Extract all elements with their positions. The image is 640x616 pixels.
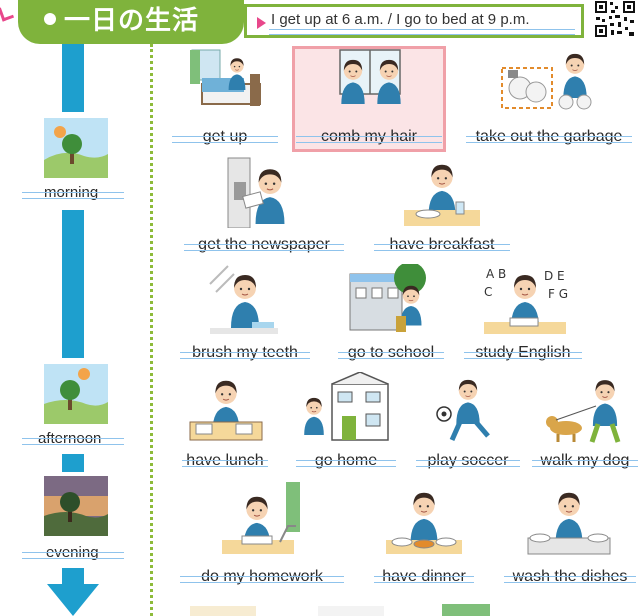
- activity-card-have-breakfast[interactable]: have breakfast: [374, 156, 510, 256]
- writing-lines: [374, 576, 474, 583]
- activity-card-go-to-school[interactable]: go to school: [338, 264, 444, 364]
- wash-dishes-icon: [527, 492, 611, 555]
- writing-lines: [180, 352, 310, 359]
- activity-card-play-soccer[interactable]: play soccer: [416, 372, 520, 472]
- brush-teeth-icon: [209, 265, 278, 334]
- timeline-writing-lines: [22, 552, 124, 559]
- subtitle-box: I get up at 6 a.m. / I go to bed at 9 p.…: [244, 4, 584, 38]
- newspaper-icon: [227, 157, 286, 228]
- next-row-illustration-partial: [442, 604, 490, 616]
- header-banner: 一日の生活: [18, 0, 244, 44]
- svg-text:A B: A B: [486, 267, 506, 281]
- dinner-icon: [386, 492, 462, 554]
- next-row-illustration-partial: [190, 606, 256, 616]
- writing-lines: [182, 460, 268, 467]
- evening-landscape-icon: [44, 476, 108, 536]
- activity-card-study-english[interactable]: A B C D E F G study English: [464, 264, 582, 364]
- writing-lines: [184, 244, 344, 251]
- activity-card-wash-the-dishes[interactable]: wash the dishes: [504, 482, 636, 585]
- activity-card-brush-my-teeth[interactable]: brush my teeth: [180, 264, 310, 364]
- study-english-icon: A B C D E F G: [484, 267, 568, 334]
- afternoon-landscape-icon: [44, 364, 108, 424]
- activity-card-comb-my-hair[interactable]: comb my hair: [296, 48, 442, 148]
- subtitle-text: I get up at 6 a.m. / I go to bed at 9 p.…: [271, 11, 530, 28]
- lunch-icon: [189, 380, 263, 441]
- writing-lines: [466, 136, 632, 143]
- timeline-bar: [62, 454, 84, 472]
- next-row-illustration-partial: [318, 606, 384, 616]
- soccer-icon: [436, 379, 490, 442]
- pink-check-mark: [0, 4, 15, 22]
- subtitle-writing-line: [269, 34, 575, 35]
- activity-card-walk-my-dog[interactable]: walk my dog: [532, 372, 638, 472]
- activity-card-get-up[interactable]: get up: [172, 48, 278, 148]
- walk-dog-icon: [546, 379, 621, 443]
- activity-card-have-dinner[interactable]: have dinner: [374, 482, 474, 585]
- timeline-bar: [62, 568, 84, 588]
- breakfast-icon: [404, 164, 480, 226]
- timeline-bar: [62, 44, 84, 112]
- activity-card-get-the-newspaper[interactable]: get the newspaper: [184, 156, 344, 256]
- subtitle-marker: [257, 17, 266, 29]
- dotted-divider: [150, 44, 153, 616]
- activity-card-do-my-homework[interactable]: do my homework: [180, 482, 344, 585]
- homework-icon: [222, 482, 300, 554]
- comb-hair-icon: [339, 49, 402, 104]
- writing-lines: [180, 576, 344, 583]
- subtitle-writing-line: [269, 29, 575, 30]
- writing-lines: [338, 352, 444, 359]
- writing-lines: [172, 136, 278, 143]
- qr-code-icon[interactable]: [594, 0, 636, 38]
- timeline-writing-lines: [22, 192, 124, 199]
- writing-lines: [296, 136, 442, 143]
- morning-landscape-icon: [44, 118, 108, 178]
- activity-card-take-out-the-garbage[interactable]: take out the garbage: [466, 48, 632, 148]
- svg-text:C: C: [484, 285, 492, 299]
- header-bullet: [44, 13, 56, 25]
- writing-lines: [464, 352, 582, 359]
- svg-text:F G: F G: [548, 287, 568, 301]
- svg-text:D E: D E: [544, 269, 565, 283]
- writing-lines: [296, 460, 396, 467]
- timeline-writing-lines: [22, 438, 124, 445]
- writing-lines: [374, 244, 510, 251]
- activity-card-have-lunch[interactable]: have lunch: [182, 372, 268, 472]
- garbage-icon: [501, 53, 592, 110]
- timeline-arrow-icon: [47, 584, 99, 616]
- school-icon: [349, 264, 426, 332]
- writing-lines: [532, 460, 638, 467]
- go-home-icon: [303, 372, 389, 441]
- timeline-bar: [62, 210, 84, 358]
- writing-lines: [504, 576, 636, 583]
- writing-lines: [416, 460, 520, 467]
- page-title: 一日の生活: [64, 6, 200, 36]
- activity-card-go-home[interactable]: go home: [296, 372, 396, 472]
- get-up-icon: [190, 49, 261, 106]
